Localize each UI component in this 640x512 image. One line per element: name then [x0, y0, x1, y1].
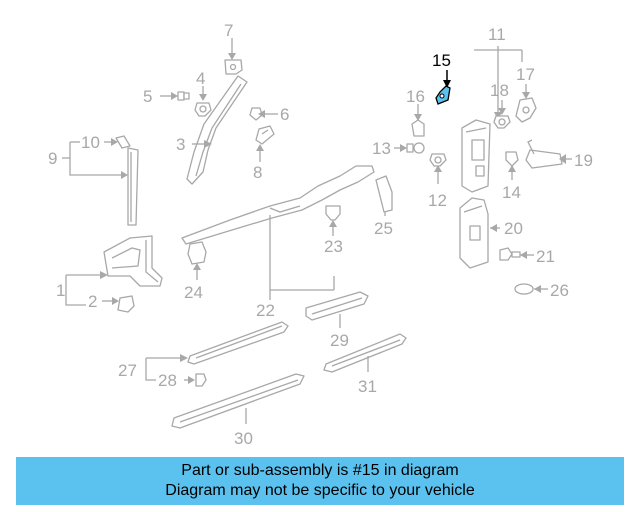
callout-7: 7	[224, 21, 233, 40]
part-31-sill-plate	[323, 333, 407, 373]
part-7-clip	[224, 38, 243, 75]
parts-diagram: 7 4 5 6 3 8 10 9 1 2 24 22 23 25 29 27 2…	[48, 21, 593, 448]
part-1-kick-panel	[65, 235, 163, 306]
part-16-clip	[411, 104, 425, 137]
part-17-belt-guide	[515, 84, 537, 123]
callout-29: 29	[330, 331, 349, 350]
callout-4: 4	[196, 69, 205, 88]
callout-20: 20	[504, 219, 523, 238]
part-6-screw	[249, 107, 278, 121]
part-11-b-pillar-upper	[461, 46, 523, 193]
part-15-clip-highlighted[interactable]	[435, 70, 451, 105]
part-19-handle	[525, 139, 572, 169]
callout-27: 27	[118, 361, 137, 380]
part-29-scuff-plate	[305, 291, 369, 328]
part-14-clip	[505, 151, 519, 180]
callout-6: 6	[280, 105, 289, 124]
part-5-bolt	[160, 91, 190, 101]
callout-10: 10	[81, 133, 100, 152]
callout-14: 14	[502, 183, 521, 202]
part-13-bolt	[394, 142, 425, 154]
part-8-clip	[255, 125, 275, 162]
part-27-rocker-molding	[145, 321, 289, 387]
part-4-bolt	[194, 86, 212, 117]
part-12-bolt	[429, 153, 447, 184]
callout-16: 16	[406, 87, 425, 106]
callout-30: 30	[234, 429, 253, 448]
callout-19: 19	[574, 151, 593, 170]
part-25-bracket	[375, 175, 393, 216]
banner-line-part: Part or sub-assembly is #15 in diagram	[181, 462, 459, 479]
callout-24: 24	[184, 283, 203, 302]
part-22-scuff-panel	[181, 165, 375, 300]
callout-23: 23	[324, 237, 343, 256]
callout-31: 31	[358, 377, 377, 396]
part-26-cap	[514, 283, 548, 295]
banner-line-disclaimer: Diagram may not be specific to your vehi…	[165, 482, 475, 499]
callout-9: 9	[48, 149, 57, 168]
callout-2: 2	[88, 292, 97, 311]
callout-22: 22	[256, 301, 275, 320]
callout-21: 21	[536, 247, 555, 266]
part-24-grommet	[187, 241, 207, 280]
callout-1: 1	[56, 281, 65, 300]
part-30-sill-plate	[171, 373, 305, 429]
callout-3: 3	[176, 135, 185, 154]
part-2-clip	[102, 295, 135, 313]
part-21-screw	[499, 247, 534, 261]
part-20-b-pillar-lower	[459, 197, 500, 269]
callout-11: 11	[488, 25, 506, 44]
callout-12: 12	[428, 191, 447, 210]
part-9-10-pillar-strip	[62, 135, 139, 226]
part-18-screw	[493, 100, 511, 129]
callout-28: 28	[158, 371, 177, 390]
callout-26: 26	[550, 281, 569, 300]
part-3-a-pillar-trim	[186, 75, 248, 185]
callout-8: 8	[253, 163, 262, 182]
part-info-banner: Part or sub-assembly is #15 in diagram D…	[16, 457, 624, 505]
part-23-plug	[325, 205, 341, 236]
callout-5: 5	[143, 87, 152, 106]
callout-18: 18	[490, 81, 509, 100]
callout-25: 25	[374, 219, 393, 238]
callout-17: 17	[516, 65, 535, 84]
callout-13: 13	[372, 139, 391, 158]
callout-15: 15	[432, 51, 451, 70]
